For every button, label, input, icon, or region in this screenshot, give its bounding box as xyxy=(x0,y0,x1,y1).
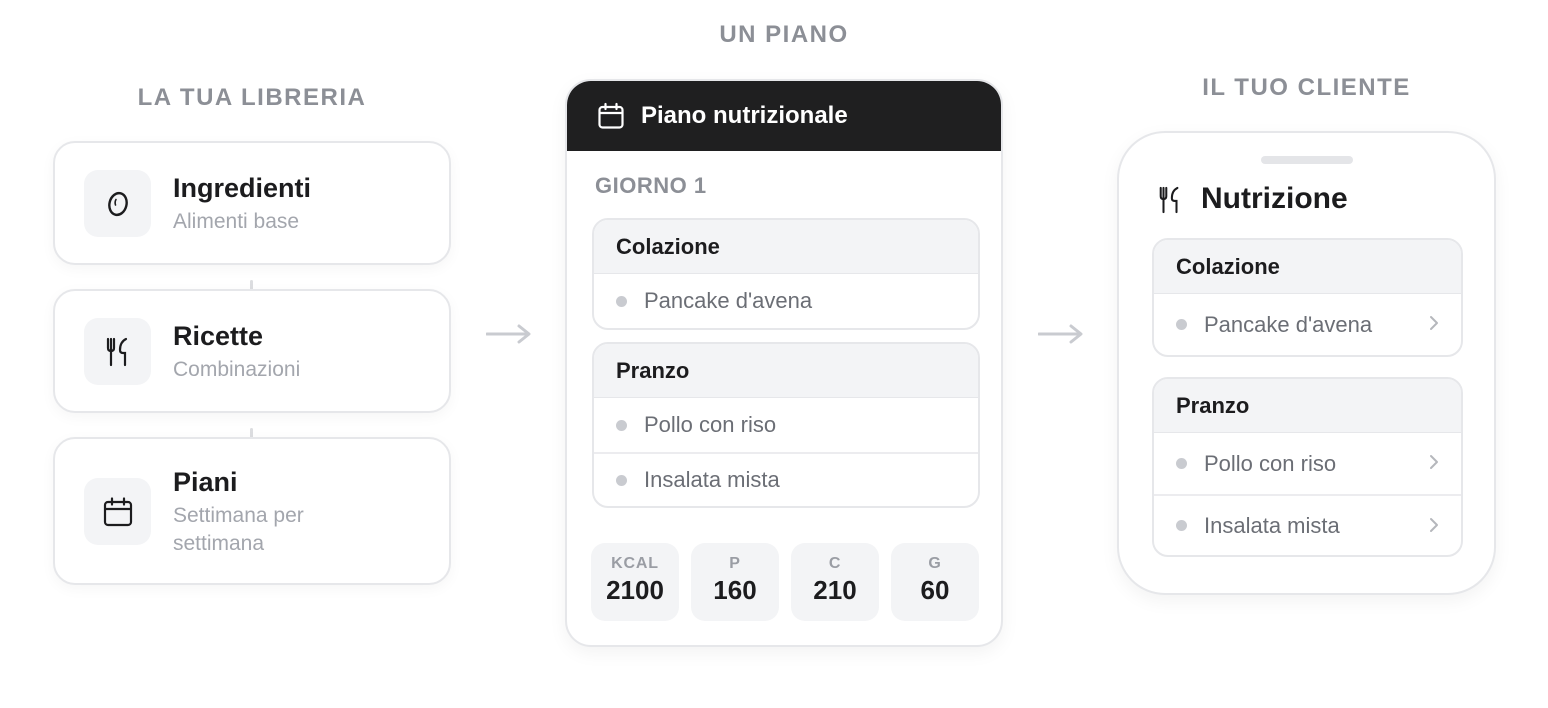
library-card-plans[interactable]: Piani Settimana per settimana xyxy=(53,437,451,585)
calendar-icon xyxy=(84,478,151,545)
egg-icon xyxy=(84,170,151,237)
meal-item-label: Pancake d'avena xyxy=(1204,311,1373,337)
library-item-subtitle: Combinazioni xyxy=(173,358,301,381)
utensils-icon xyxy=(1157,185,1183,220)
bullet-dot xyxy=(1176,319,1187,330)
meal-title: Pranzo xyxy=(594,344,978,398)
arrow-right-icon xyxy=(486,324,531,344)
client-phone: Nutrizione Colazione Pancake d'avena Pra… xyxy=(1117,131,1496,595)
plan-header: Piano nutrizionale xyxy=(567,81,1001,151)
app-title: Nutrizione xyxy=(1201,182,1348,215)
library-item-subtitle: Settimana per settimana xyxy=(173,504,304,555)
plan-header-title: Piano nutrizionale xyxy=(641,102,848,129)
client-meal-lunch: Pranzo Pollo con riso Insalata mista xyxy=(1152,377,1463,557)
meal-title: Colazione xyxy=(1154,240,1461,294)
meal-item-label: Pancake d'avena xyxy=(644,288,813,313)
phone-notch xyxy=(1261,156,1353,164)
macro-label: KCAL xyxy=(611,555,659,572)
macro-carbs: C 210 xyxy=(791,543,879,621)
meal-item[interactable]: Pancake d'avena xyxy=(1154,294,1461,355)
calendar-icon xyxy=(597,102,625,130)
plan-column-title: UN PIANO xyxy=(719,21,849,48)
bullet-dot xyxy=(616,419,627,431)
meal-title: Colazione xyxy=(594,220,978,274)
arrow-right-icon xyxy=(1038,324,1083,344)
library-item-name: Ingredienti xyxy=(173,173,312,203)
library-title: LA TUA LIBRERIA xyxy=(137,84,367,111)
meal-item: Insalata mista xyxy=(594,452,978,506)
library-card-ingredients[interactable]: Ingredienti Alimenti base xyxy=(53,141,451,265)
utensils-icon xyxy=(84,318,151,385)
macro-label: C xyxy=(828,555,842,572)
library-card-recipes[interactable]: Ricette Combinazioni xyxy=(53,289,451,413)
connector xyxy=(250,280,253,292)
bullet-dot xyxy=(616,474,627,486)
client-meal-breakfast: Colazione Pancake d'avena xyxy=(1152,238,1463,357)
meal-title: Pranzo xyxy=(1154,379,1461,433)
macro-value: 60 xyxy=(920,575,950,605)
macro-value: 2100 xyxy=(606,575,664,605)
library-item-name: Ricette xyxy=(173,321,264,351)
chevron-right-icon xyxy=(1430,455,1438,469)
connector xyxy=(250,428,253,440)
bullet-dot xyxy=(1176,458,1187,469)
meal-item-label: Pollo con riso xyxy=(1204,450,1337,476)
macro-value: 160 xyxy=(713,575,757,605)
meal-item-label: Insalata mista xyxy=(1204,512,1340,538)
meal-item[interactable]: Pollo con riso xyxy=(1154,433,1461,494)
macro-label: G xyxy=(928,555,942,572)
macro-label: P xyxy=(729,555,741,572)
meal-card-breakfast: Colazione Pancake d'avena xyxy=(592,218,980,330)
meal-card-lunch: Pranzo Pollo con riso Insalata mista xyxy=(592,342,980,508)
meal-item: Pollo con riso xyxy=(594,398,978,452)
chevron-right-icon xyxy=(1430,518,1438,532)
day-label: GIORNO 1 xyxy=(595,173,707,198)
meal-item[interactable]: Insalata mista xyxy=(1154,494,1461,555)
meal-item-label: Insalata mista xyxy=(644,467,780,492)
library-item-subtitle: Alimenti base xyxy=(173,210,300,233)
macro-value: 210 xyxy=(813,575,857,605)
bullet-dot xyxy=(616,295,627,307)
client-title: IL TUO CLIENTE xyxy=(1202,74,1411,101)
library-item-name: Piani xyxy=(173,467,238,497)
bullet-dot xyxy=(1176,520,1187,531)
meal-item: Pancake d'avena xyxy=(594,274,978,328)
plan-card: Piano nutrizionale GIORNO 1 Colazione Pa… xyxy=(565,79,1003,647)
chevron-right-icon xyxy=(1430,316,1438,330)
macro-kcal: KCAL 2100 xyxy=(591,543,679,621)
macro-fat: G 60 xyxy=(891,543,979,621)
macro-protein: P 160 xyxy=(691,543,779,621)
meal-item-label: Pollo con riso xyxy=(644,412,777,437)
